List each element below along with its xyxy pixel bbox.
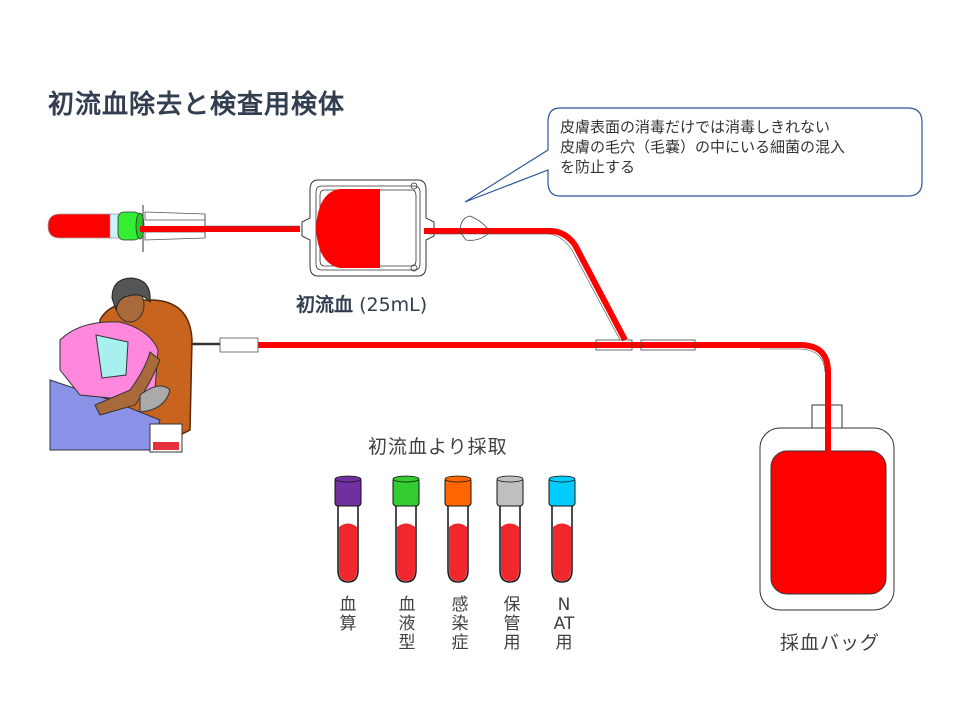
- tube-cap-top: [392, 475, 420, 483]
- tube-blood-fill: [339, 523, 357, 581]
- tube-blood-fill: [553, 523, 571, 581]
- tube-clamp: [459, 215, 491, 241]
- tube-cap-top: [496, 475, 524, 483]
- needle-hub: [219, 337, 259, 353]
- diversion-pouch-label: 初流血 (25mL): [296, 290, 427, 317]
- tube-blood-fill: [397, 523, 415, 581]
- callout-line: を防止する: [560, 158, 636, 176]
- diversion-pouch: [301, 179, 435, 277]
- collection-bag-label: 採血バッグ: [780, 632, 881, 654]
- diversion-pouch-label-name: 初流血: [296, 294, 354, 316]
- callout-line: 皮膚の毛穴（毛嚢）の中にいる細菌の混入: [560, 138, 846, 156]
- sample-tubes-heading: 初流血より採取: [368, 436, 508, 458]
- tube-label-cbc: 血算: [339, 595, 357, 634]
- sample-tube: [334, 475, 362, 583]
- tube-cap-top: [548, 475, 576, 483]
- callout-bubble: [464, 107, 923, 203]
- y-connector: [595, 339, 633, 351]
- tube-diversion-to-junction: [424, 228, 628, 342]
- tube-blood-fill: [501, 523, 519, 581]
- sample-tube: [392, 475, 420, 583]
- tube-label-nat: NAT用: [553, 595, 575, 653]
- sample-tube: [548, 475, 576, 583]
- donor-illustration: [49, 277, 193, 453]
- sample-tube: [444, 475, 472, 583]
- tube-cap-top: [334, 475, 362, 483]
- callout-text: 皮膚表面の消毒だけでは消毒しきれない 皮膚の毛穴（毛嚢）の中にいる細菌の混入 を…: [560, 117, 920, 177]
- sample-tubes: [334, 475, 576, 583]
- tube-label-infection: 感染症: [451, 595, 469, 653]
- tube-cap-top: [444, 475, 472, 483]
- tube-blood-fill: [449, 523, 467, 581]
- page-title: 初流血除去と検査用検体: [48, 90, 346, 120]
- tube-label-storage: 保管用: [503, 595, 521, 653]
- callout-line: 皮膚表面の消毒だけでは消毒しきれない: [560, 118, 831, 136]
- sample-tube: [496, 475, 524, 583]
- diversion-pouch-volume: (25mL): [359, 294, 428, 316]
- tube-label-blood-type: 血液型: [398, 595, 416, 653]
- collection-bag: [759, 372, 895, 611]
- donor-tube: [258, 342, 831, 448]
